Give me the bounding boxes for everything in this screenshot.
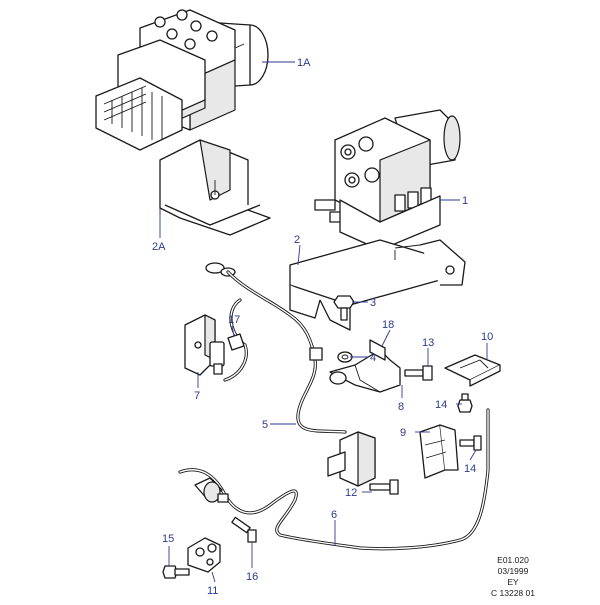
reference-date: 03/1999 [498,566,529,576]
callout-11: 11 [207,585,218,597]
callout-16: 16 [246,571,258,583]
hydraulic-unit-1 [314,109,461,251]
callout-17: 17 [228,314,240,326]
callout-12: 12 [345,487,357,499]
callout-14-upper: 14 [435,399,447,411]
pipe-clip-9 [419,424,459,479]
callout-6: 6 [331,509,337,521]
bolt-14-upper [457,393,473,413]
callout-9: 9 [400,427,406,439]
callout-7: 7 [194,390,200,402]
reference-model: EY [507,577,519,587]
reference-block: E01.020 03/1999 EY C 13228 01 [491,555,535,598]
mounting-bracket-2 [289,239,466,331]
callout-2A: 2A [152,241,166,253]
callout-18: 18 [382,319,394,331]
callout-4: 4 [370,352,376,364]
bracket-12 [327,431,399,495]
brake-pipe-6 [178,408,490,551]
callout-14-lower: 14 [464,463,476,475]
callout-10: 10 [481,331,493,343]
bolt-14-lower [459,435,482,451]
nut-4 [337,351,353,363]
callout-13: 13 [422,337,434,349]
callout-2: 2 [294,234,300,246]
clamp-assembly-18 [329,339,401,393]
leader-lines [159,61,488,583]
sensor-bracket-11 [187,537,221,573]
bolt-16 [231,516,257,543]
callout-8: 8 [398,401,404,413]
sensor-cable-5 [205,262,347,434]
callout-5: 5 [262,419,268,431]
plate-clip-10 [444,354,501,387]
abs-modulator-1A [95,9,269,151]
reference-code: E01.020 [497,555,529,565]
sensor-connector [194,477,229,503]
bracket-2A [159,139,271,236]
callout-15: 15 [162,533,174,545]
bolt-15 [162,565,190,579]
callout-labels: 1A 1 2A 2 3 4 5 6 7 8 9 10 11 12 13 14 1… [152,57,493,597]
callout-3: 3 [370,297,376,309]
bolt-13 [404,365,433,381]
bolt-3 [333,295,355,321]
clip-17 [227,333,245,351]
reference-drawing-number: C 13228 01 [491,588,535,598]
cable-bracket-7 [184,314,225,376]
callout-1: 1 [462,195,468,207]
callout-1A: 1A [297,57,311,69]
